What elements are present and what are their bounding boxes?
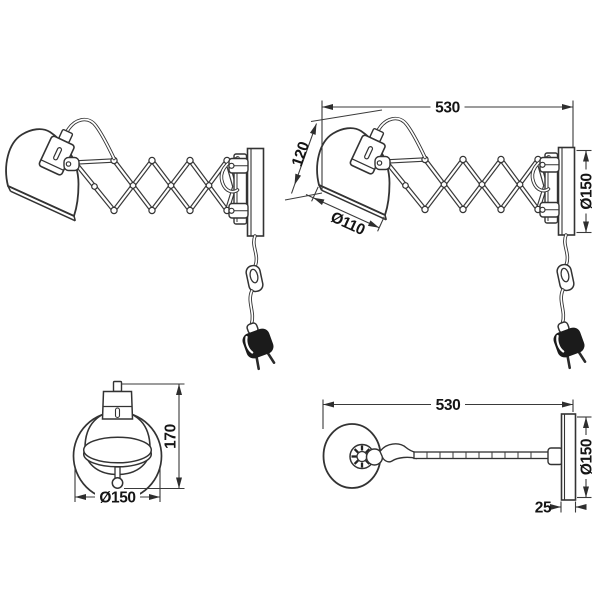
dim-label-top-backplate-diameter: Ø150: [579, 439, 596, 475]
side-dim-backplate-diameter: Ø150: [576, 149, 596, 234]
dim-label-front-height: 170: [163, 424, 180, 449]
top-backplate: [560, 413, 577, 501]
side-dim-width: 530: [321, 100, 574, 190]
top-dim-backplate-depth: 25: [535, 500, 587, 517]
front-knob: [111, 466, 124, 489]
front-shade-rim: [82, 436, 153, 464]
top-dim-backplate-diameter: Ø150: [577, 416, 596, 499]
front-view: 170 Ø150: [72, 380, 185, 507]
top-dim-width: 530: [322, 397, 574, 429]
front-stem: [112, 380, 123, 393]
dim-label-top-backplate-depth: 25: [535, 500, 552, 517]
front-dim-diameter: Ø150: [74, 468, 161, 507]
top-socket: [349, 443, 384, 470]
front-dim-height: 170: [121, 383, 185, 490]
dim-label-side-width: 530: [435, 100, 460, 117]
dim-label-side-backplate-diameter: Ø150: [579, 173, 596, 209]
dim-label-top-width: 530: [436, 397, 461, 414]
front-socket-cap: [101, 390, 134, 420]
top-view: 530 Ø150 25: [322, 397, 596, 517]
top-arm: [379, 443, 564, 466]
dim-label-front-diameter: Ø150: [99, 490, 135, 507]
